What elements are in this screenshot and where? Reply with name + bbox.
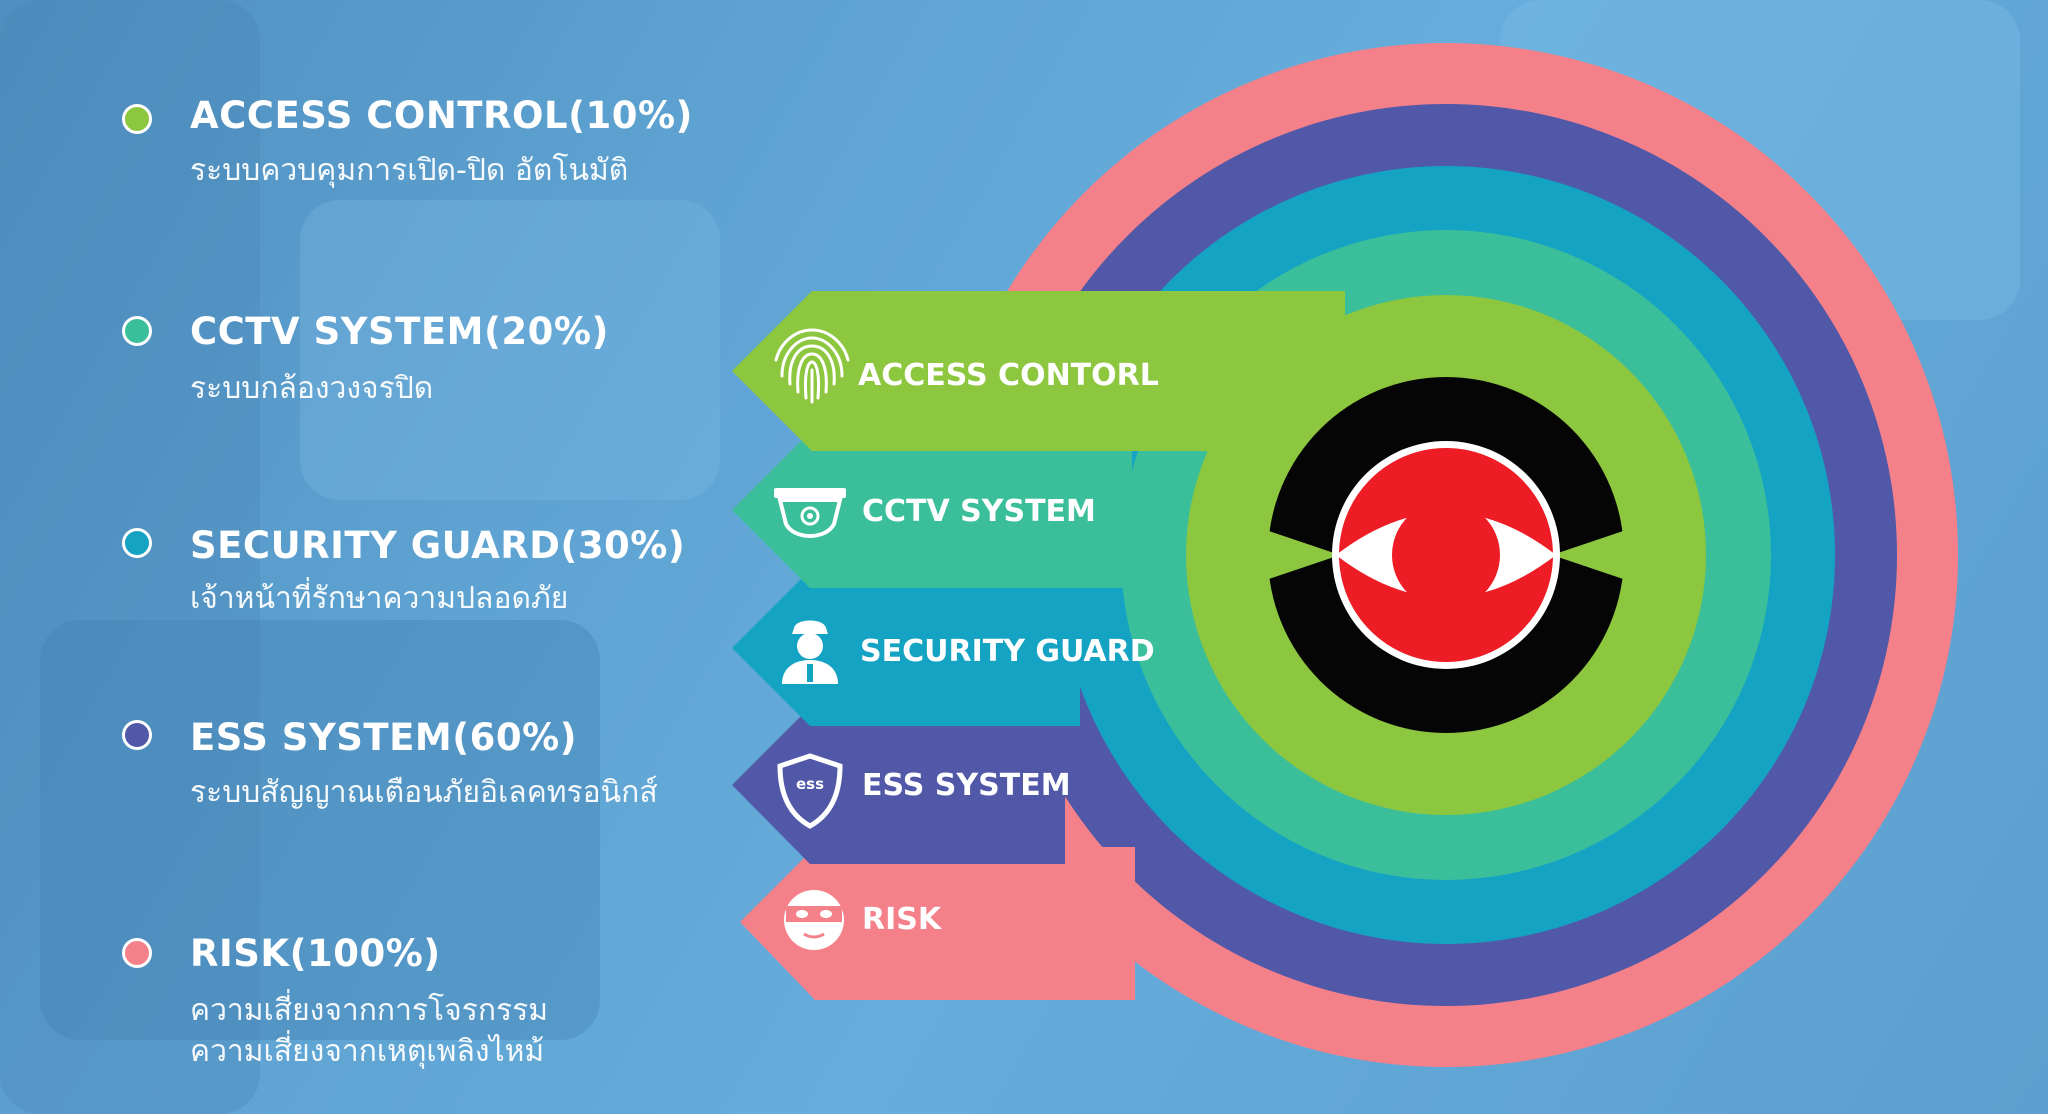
legend-desc: ความเสี่ยงจากเหตุเพลิงไหม้ [190, 1034, 545, 1069]
band-label-risk: RISK [862, 902, 943, 937]
band-cctv-system [732, 432, 1132, 588]
background-shape [300, 200, 720, 500]
legend-desc: ความเสี่ยงจากการโจรกรรม [190, 993, 549, 1028]
legend-title: ACCESS CONTROL(10%) [190, 94, 693, 137]
ess-shield-icon: ess [777, 753, 843, 829]
legend-dot [122, 316, 152, 346]
legend-dot [122, 528, 152, 558]
band-label-cctv-system: CCTV SYSTEM [862, 494, 1096, 529]
legend-desc: ระบบสัญญาณเตือนภัยอิเลคทรอนิกส์ [190, 775, 658, 810]
legend-title: CCTV SYSTEM(20%) [190, 310, 609, 353]
background-shape [0, 0, 260, 1114]
legend-desc: ระบบกล้องวงจรปิด [190, 371, 434, 406]
legend-title: SECURITY GUARD(30%) [190, 524, 686, 567]
band-label-ess-system: ESS SYSTEM [862, 768, 1071, 803]
background-shape [40, 620, 600, 1040]
cctv-camera-icon [774, 488, 846, 539]
fingerprint-icon [774, 328, 850, 404]
band-security-guard [732, 570, 1080, 726]
band-risk [740, 847, 1135, 1000]
legend-dot [122, 720, 152, 750]
legend-desc: เจ้าหน้าที่รักษาความปลอดภัย [190, 581, 569, 616]
legend-dot [122, 938, 152, 968]
security-guard-icon [782, 620, 838, 684]
legend-desc: ระบบควบคุมการเปิด-ปิด อัตโนมัติ [190, 153, 629, 188]
band-label-access-control: ACCESS CONTORL [858, 358, 1159, 393]
legend-dot [122, 104, 152, 134]
legend-title: RISK(100%) [190, 932, 441, 975]
band-access-control [732, 291, 1345, 451]
band-label-security-guard: SECURITY GUARD [860, 634, 1155, 669]
svg-text:ess: ess [796, 775, 824, 793]
burglar-mask-icon [784, 890, 844, 950]
legend-title: ESS SYSTEM(60%) [190, 716, 578, 759]
eye-logo-icon [1260, 377, 1632, 733]
